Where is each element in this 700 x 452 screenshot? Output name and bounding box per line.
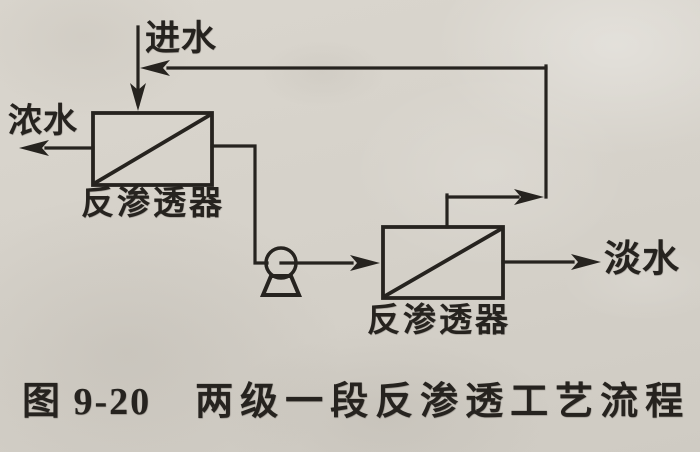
fresh-water-label: 淡水 bbox=[604, 239, 680, 280]
pump-outlet-arrowhead-right-icon bbox=[350, 255, 380, 271]
ro-unit-2-label: 反渗透器 bbox=[367, 303, 511, 339]
figure-caption-number: 图 9-20 bbox=[22, 381, 152, 423]
figure-caption: 图 9-20 两级一段反渗透工艺流程 bbox=[22, 383, 690, 421]
permeate-arrowhead-right-icon bbox=[571, 254, 601, 270]
concentrate-arrowhead-left-icon bbox=[19, 140, 49, 156]
ro-unit-2-membrane-diagonal-icon bbox=[382, 226, 504, 299]
recycle-arrowhead-left-icon bbox=[140, 60, 170, 76]
ro-unit-1-membrane-diagonal-icon bbox=[92, 112, 213, 186]
concentrated-water-label: 浓水 bbox=[8, 103, 78, 140]
figure-caption-title: 两级一段反渗透工艺流程 bbox=[195, 381, 691, 423]
ro1-to-pump-line bbox=[210, 144, 269, 265]
feed-water-label: 进水 bbox=[145, 19, 218, 58]
recycle-arrowhead-right-icon bbox=[514, 189, 544, 205]
feed-arrowhead-down-icon bbox=[130, 83, 146, 111]
ro-unit-1-label: 反渗透器 bbox=[81, 186, 225, 222]
